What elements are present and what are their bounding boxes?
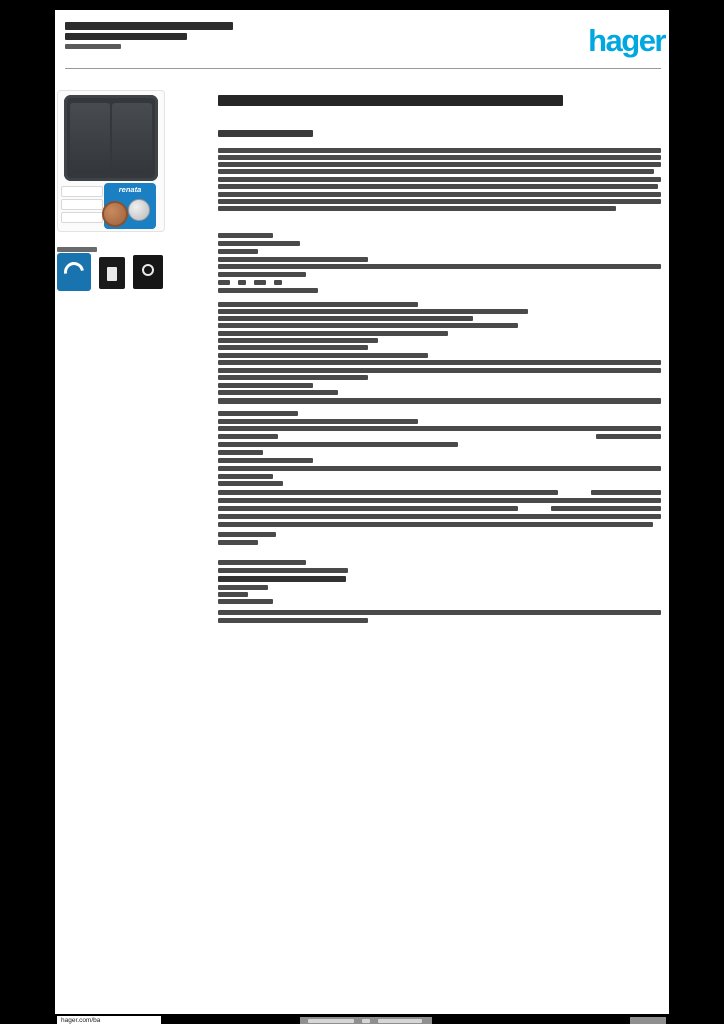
spec-list-a-bar	[218, 249, 258, 254]
spec-list-c-bar	[218, 466, 661, 471]
spec-list-b-bar	[218, 338, 378, 343]
spec-list-d-bar	[551, 506, 661, 511]
switch-rocker-right	[112, 103, 152, 173]
footer-center-text-bar-2	[378, 1019, 422, 1023]
hager-logo: hager	[588, 23, 666, 58]
footer-center-text-bar	[308, 1019, 354, 1023]
spec-list-b-bar	[218, 360, 661, 365]
battery-brand-label: renata	[118, 185, 142, 194]
spec-list-b-bar	[218, 398, 661, 404]
spec-list-b-bar	[218, 383, 313, 388]
header-reference-bar	[65, 22, 233, 30]
switch-rocker-left	[70, 103, 110, 173]
spec-list-b-bar	[218, 316, 473, 321]
certification-glyph-2	[142, 264, 154, 276]
spec-list-g-bar	[218, 618, 368, 623]
spec-list-b-bar	[218, 375, 368, 380]
description-paragraph-bar	[218, 206, 616, 211]
spec-list-a-bar	[218, 264, 661, 269]
spec-list-b-bar	[218, 323, 518, 328]
section-heading-bar	[218, 130, 313, 137]
footer-site-link[interactable]: hager.com/ba	[57, 1016, 161, 1024]
description-paragraph-bar	[218, 192, 661, 197]
spec-list-a-bar	[218, 233, 273, 238]
spec-list-f-bar	[218, 592, 248, 597]
product-photo: renata	[57, 90, 165, 232]
certification-glyph-1	[107, 267, 117, 281]
spec-list-a-bar	[218, 288, 318, 293]
instruction-sheet	[61, 186, 103, 228]
spec-list-e-bar	[218, 532, 276, 537]
spec-list-b-bar	[218, 368, 661, 373]
description-paragraph-bar	[218, 177, 661, 182]
description-paragraph-bar	[218, 162, 661, 167]
spec-list-f-bar	[218, 568, 348, 573]
spec-list-c-bar	[218, 474, 273, 479]
description-paragraph-bar	[218, 169, 654, 174]
spec-list-e-bar	[218, 540, 258, 545]
footer-center-dash	[362, 1019, 370, 1023]
description-paragraph-bar	[218, 155, 661, 160]
certification-icon-1	[99, 257, 125, 289]
spec-list-c-bar	[218, 419, 418, 424]
spec-list-d-bar	[218, 522, 653, 527]
header-reference-bar	[65, 33, 187, 40]
header-reference-bar	[65, 44, 121, 49]
spec-list-f-bar	[218, 585, 268, 590]
certification-icon-2	[133, 255, 163, 289]
header-divider	[65, 68, 661, 69]
spec-list-c-bar	[218, 411, 298, 416]
spec-list-c-bar	[218, 426, 661, 431]
spec-list-b-bar	[218, 345, 368, 350]
spec-list-c-bar	[218, 434, 278, 439]
spec-list-a-bar	[238, 280, 246, 285]
spec-list-d-bar	[218, 514, 661, 519]
spec-list-g-bar	[218, 610, 661, 615]
spec-list-b-bar	[218, 390, 338, 395]
spec-list-f-bar	[218, 599, 273, 604]
spec-list-a-bar	[218, 241, 300, 246]
description-paragraph-bar	[218, 184, 658, 189]
spec-list-a-bar	[218, 257, 368, 262]
spec-list-d-bar	[218, 490, 558, 495]
swirl-icon	[60, 258, 88, 286]
spec-list-f-bar	[218, 560, 306, 565]
spec-list-d-bar	[591, 490, 661, 495]
spec-list-c-bar	[596, 434, 661, 439]
datasheet-page: hager renata	[55, 10, 669, 1014]
description-paragraph-bar	[218, 199, 661, 204]
spec-list-d-bar	[218, 506, 518, 511]
battery-coin-silver	[128, 199, 150, 221]
spec-list-c-bar	[218, 442, 458, 447]
footer-center-bar	[300, 1017, 432, 1024]
spec-list-f-bar	[218, 576, 346, 582]
spec-list-a-bar	[218, 280, 230, 285]
battery-coin-copper	[102, 201, 128, 227]
spec-list-a-bar	[218, 272, 306, 277]
footer-page-number-badge	[630, 1017, 666, 1024]
spec-list-c-bar	[218, 481, 283, 486]
spec-list-b-bar	[218, 331, 448, 336]
product-title-bar	[218, 95, 563, 106]
spec-list-b-bar	[218, 309, 528, 314]
spec-list-c-bar	[218, 450, 263, 455]
spec-list-a-bar	[254, 280, 266, 285]
spec-list-c-bar	[218, 458, 313, 463]
spec-list-a-bar	[274, 280, 282, 285]
spec-list-b-bar	[218, 353, 428, 358]
description-paragraph-bar	[218, 148, 661, 153]
app-badge-icon	[57, 253, 91, 291]
photo-caption-bar	[57, 247, 97, 252]
switch-product-image	[64, 95, 158, 181]
spec-list-d-bar	[218, 498, 661, 503]
spec-list-b-bar	[218, 302, 418, 307]
